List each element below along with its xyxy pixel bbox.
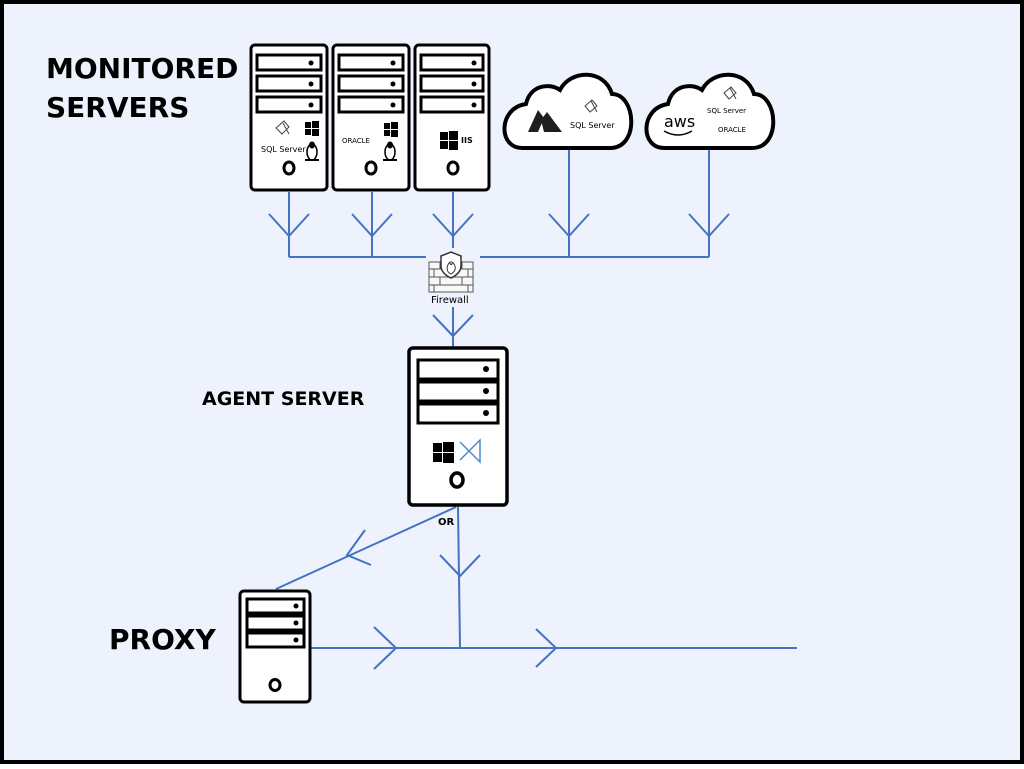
windows-icon — [433, 442, 454, 463]
proxy-server[interactable] — [238, 589, 312, 704]
linux-penguin-icon — [305, 141, 319, 161]
arrow-head — [345, 529, 372, 566]
server-iis[interactable]: IIS — [413, 43, 491, 192]
windows-icon — [305, 121, 319, 136]
windows-icon — [384, 122, 398, 137]
arrow-head — [439, 554, 481, 578]
linux-penguin-icon — [383, 141, 397, 161]
flame-icon — [446, 260, 456, 275]
oracle-logo: ORACLE — [718, 126, 746, 134]
arrow-head — [268, 213, 310, 238]
proxy-label: PROXY — [109, 623, 216, 656]
power-button — [268, 678, 282, 692]
power-button — [364, 160, 378, 176]
connector-agent-proxy — [275, 506, 457, 590]
sql-server-logo-text: SQL Server — [707, 107, 746, 115]
or-label: OR — [438, 517, 455, 528]
arrow-head — [373, 626, 398, 670]
sql-server-icon — [275, 120, 290, 135]
arrow-head — [432, 213, 474, 238]
cloud-aws[interactable]: aws SQL Server ORACLE — [644, 72, 776, 150]
firewall-label: Firewall — [431, 295, 469, 306]
agent-server[interactable] — [407, 346, 509, 507]
aws-icon: aws — [664, 112, 695, 131]
connectors — [268, 148, 797, 670]
monitored-servers-title-line2: SERVERS — [46, 91, 189, 124]
server-sql-linux[interactable]: SQL Server — [249, 43, 329, 192]
aws-smile — [663, 130, 693, 136]
sql-server-logo-text: SQL Server — [261, 145, 306, 154]
power-button — [282, 160, 296, 176]
windows-icon — [440, 131, 458, 150]
arrow-head — [432, 314, 474, 338]
iis-icon: IIS — [461, 136, 473, 145]
firewall[interactable] — [428, 251, 474, 293]
cloud-azure[interactable]: SQL Server — [502, 72, 634, 150]
arrow-head — [688, 213, 730, 238]
power-button — [446, 160, 460, 176]
monitored-servers-title-line1: MONITORED — [46, 52, 238, 85]
azure-icon — [528, 110, 562, 132]
connector-agent-down — [457, 506, 461, 648]
sql-server-logo-text: SQL Server — [570, 121, 615, 130]
visual-studio-icon — [459, 438, 481, 464]
sql-server-icon — [723, 86, 737, 100]
arrow-head — [351, 213, 393, 238]
server-oracle[interactable]: ORACLE — [331, 43, 411, 192]
arrow-head — [548, 213, 590, 238]
agent-server-label: AGENT SERVER — [202, 388, 365, 410]
sql-server-icon — [584, 99, 598, 113]
arrow-head — [535, 628, 558, 668]
power-button — [449, 471, 465, 489]
oracle-logo: ORACLE — [342, 137, 370, 145]
